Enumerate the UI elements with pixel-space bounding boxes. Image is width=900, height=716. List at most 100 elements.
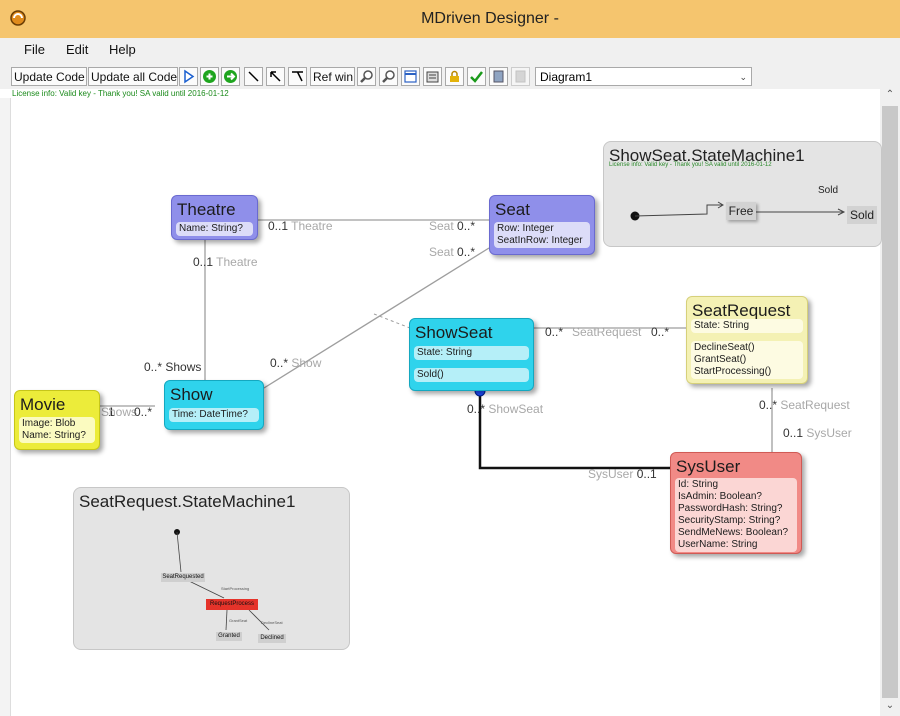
menu-edit[interactable]: Edit (66, 42, 89, 57)
disabled-document-icon[interactable] (511, 67, 530, 86)
window-title: MDriven Designer - (421, 10, 559, 27)
transition-startprocessing-label: StartProcessing (221, 586, 250, 591)
attribute: State: String (417, 347, 473, 358)
check-icon[interactable] (467, 67, 486, 86)
theatre-show-theatre-end: 0..1 Theatre (193, 255, 258, 269)
seat-show-seat-end: Seat 0..* (429, 245, 476, 259)
attribute-section: State: String (414, 346, 529, 360)
statemachine-license: License info: Valid key - Thank you! SA … (609, 162, 772, 168)
class-name: Movie (20, 395, 66, 414)
attribute-section: Name: String? (176, 222, 253, 236)
movie-show-show-end: 0..* (134, 405, 153, 419)
showseat-statemachine[interactable]: ShowSeat.StateMachine1 License info: Val… (603, 141, 882, 247)
class-movie[interactable]: Movie Image: Blob Name: String? (14, 390, 100, 450)
line-tool-icon[interactable] (244, 67, 263, 86)
class-name: SeatRequest (692, 301, 791, 320)
form-icon[interactable] (401, 67, 420, 86)
attribute-section: State: String (691, 319, 803, 333)
seatrequest-sysuser-user-end: 0..1 SysUser (783, 426, 852, 440)
menu-file[interactable]: File (24, 42, 45, 57)
assoc-showseat-sysuser (478, 391, 670, 470)
movie-show-overlap-role: Shows (101, 405, 138, 419)
statemachine-title: ShowSeat.StateMachine1 (609, 146, 805, 165)
attribute-section: Id: String IsAdmin: Boolean? PasswordHas… (675, 478, 797, 552)
play-icon[interactable] (179, 67, 198, 86)
statemachine-title: SeatRequest.StateMachine1 (79, 492, 296, 511)
attribute: Id: String (678, 479, 719, 490)
attribute: Name: String? (179, 223, 243, 234)
method: StartProcessing() (694, 366, 772, 377)
diagram-select-value: Diagram1 (540, 70, 593, 84)
showseat-seatrequest-right-end: 0..* (651, 325, 670, 339)
generalization-tool-icon[interactable] (288, 67, 307, 86)
class-seatrequest[interactable]: SeatRequest State: String DeclineSeat() … (686, 296, 808, 384)
class-showseat[interactable]: ShowSeat State: String Sold() (409, 318, 534, 391)
assoc-showseat-show-dashed (373, 313, 411, 329)
zoom-out-icon[interactable] (379, 67, 398, 86)
diagram-select[interactable]: Diagram1 ⌄ (535, 67, 752, 86)
showseat-seatrequest-overlap: SeatRequest (572, 325, 642, 339)
scroll-down-icon[interactable]: ⌄ (885, 700, 895, 711)
ref-win-button[interactable]: Ref win (310, 67, 355, 86)
left-margin (0, 98, 10, 716)
class-name: SysUser (676, 457, 741, 476)
class-show[interactable]: Show Time: DateTime? (164, 380, 264, 430)
attribute-section: Time: DateTime? (169, 408, 259, 422)
class-theatre[interactable]: Theatre Name: String? (171, 195, 258, 240)
attribute: Time: DateTime? (172, 409, 248, 420)
class-name: ShowSeat (415, 323, 493, 342)
attribute: State: String (694, 320, 750, 331)
attribute: UserName: String (678, 539, 758, 550)
class-name: Show (170, 385, 213, 404)
document-icon[interactable] (489, 67, 508, 86)
attribute: SecurityStamp: String? (678, 515, 781, 526)
license-info: License info: Valid key - Thank you! SA … (12, 89, 229, 98)
state-requestprocess[interactable]: RequestProcess (206, 599, 258, 610)
update-all-code-button[interactable]: Update all Code (88, 67, 178, 86)
attribute: Image: Blob (22, 418, 76, 429)
state-sold[interactable]: Sold (847, 206, 877, 224)
theatre-seat-seat-end: Seat 0..* (429, 219, 476, 233)
lock-icon[interactable] (445, 67, 464, 86)
class-name: Seat (495, 200, 530, 219)
attribute: SeatInRow: Integer (497, 235, 583, 246)
seatrequest-sysuser-request-end: 0..* SeatRequest (759, 398, 850, 412)
state-free[interactable]: Free (726, 202, 756, 220)
add-green-icon[interactable] (200, 67, 219, 86)
seat-show-show-end: 0..* Show (270, 356, 322, 370)
zoom-in-icon[interactable] (357, 67, 376, 86)
chevron-down-icon[interactable]: ⌄ (739, 72, 747, 82)
state-declined[interactable]: Declined (258, 634, 286, 643)
scrollbar-thumb[interactable] (882, 106, 898, 698)
calendar-icon[interactable] (423, 67, 442, 86)
statemachine-transitions (630, 201, 846, 221)
transition-sold-label: Sold (818, 185, 839, 196)
theatre-show-shows-end: 0..* Shows (144, 360, 202, 374)
transition-grantseat-label: GrantSeat (229, 618, 248, 623)
pointer-arrow-icon[interactable] (266, 67, 285, 86)
class-sysuser[interactable]: SysUser Id: String IsAdmin: Boolean? Pas… (670, 452, 802, 554)
method: Sold() (417, 369, 444, 380)
showseat-sysuser-user-end: SysUser 0..1 (588, 467, 657, 481)
attribute-section: Image: Blob Name: String? (19, 417, 95, 443)
scroll-up-icon[interactable]: ⌃ (885, 89, 895, 100)
vertical-scrollbar[interactable]: ⌃ ⌄ (880, 89, 900, 716)
assoc-seat-show (263, 247, 490, 389)
class-seat[interactable]: Seat Row: Integer SeatInRow: Integer (489, 195, 595, 255)
attribute-section: Row: Integer SeatInRow: Integer (494, 222, 590, 248)
attribute: SendMeNews: Boolean? (678, 527, 789, 538)
movie-show-movie-end: 1 (108, 405, 115, 419)
forward-green-icon[interactable] (221, 67, 240, 86)
update-code-button[interactable]: Update Code (11, 67, 87, 86)
seatrequest-statemachine[interactable]: SeatRequest.StateMachine1 SeatRequested … (73, 487, 350, 650)
attribute: PasswordHash: String? (678, 503, 783, 514)
state-seatrequested[interactable]: SeatRequested (161, 573, 205, 582)
state-granted[interactable]: Granted (216, 632, 242, 641)
toolbar: Update Code Update all Code Ref win Diag… (0, 63, 900, 89)
mdriven-app-icon (10, 10, 26, 26)
method: DeclineSeat() (694, 342, 755, 353)
menu-help[interactable]: Help (109, 42, 136, 57)
attribute: Row: Integer (497, 223, 554, 234)
attribute: Name: String? (22, 430, 86, 441)
